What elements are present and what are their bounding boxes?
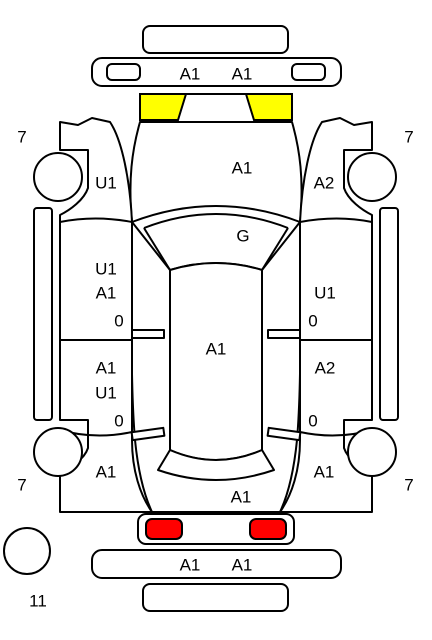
left-fender-line [59, 217, 133, 223]
wheel-front-right[interactable] [347, 152, 397, 202]
headlight-right [244, 93, 293, 121]
label-left-rear-fender: A1 [96, 462, 117, 481]
spare-tire[interactable] [3, 527, 51, 575]
label-front-bumper-left: A1 [180, 64, 201, 83]
wheel-rear-right[interactable] [347, 427, 397, 477]
roof[interactable] [169, 262, 263, 461]
label-rear-panel: A1 [231, 487, 252, 506]
label-left-rear-door-1: A1 [96, 358, 117, 377]
label-right-front-fender: A2 [314, 173, 335, 192]
label-wheel-front-left: 7 [17, 127, 26, 146]
windshield-right-edge [261, 227, 289, 271]
pillar-right-front [267, 329, 301, 339]
pillar-left-front [131, 329, 165, 339]
taillight-left [145, 518, 183, 540]
label-left-rear-door-2: U1 [95, 383, 117, 402]
label-rear-bumper-right: A1 [232, 555, 253, 574]
right-side-skirt [379, 207, 399, 421]
rear-bumper[interactable] [91, 549, 342, 579]
label-wheel-rear-left: 7 [17, 475, 26, 494]
front-fog-lamp-left [106, 63, 141, 81]
label-left-rear-door-3: 0 [114, 411, 123, 430]
windshield-inner [143, 213, 289, 229]
label-right-rear-door-2: 0 [308, 411, 317, 430]
label-rear-bumper-left: A1 [180, 555, 201, 574]
rear-plate [142, 583, 289, 612]
label-wheel-rear-right: 7 [404, 475, 413, 494]
label-left-front-fender: U1 [95, 173, 117, 192]
pillar-right-rear [266, 426, 302, 442]
label-right-front-door-2: 0 [308, 311, 317, 330]
label-wheel-front-right: 7 [404, 127, 413, 146]
label-right-rear-door-1: A2 [315, 358, 336, 377]
label-front-bumper-right: A1 [232, 64, 253, 83]
label-right-front-door-1: U1 [314, 283, 336, 302]
headlight-left [139, 93, 188, 121]
label-hood: A1 [232, 158, 253, 177]
front-plate [142, 25, 289, 54]
front-bumper[interactable] [91, 57, 342, 87]
rear-window [157, 449, 275, 481]
taillight-right [249, 518, 287, 540]
left-side-skirt [33, 207, 53, 421]
wheel-front-left[interactable] [33, 152, 83, 202]
label-roof: A1 [206, 339, 227, 358]
windshield-left-edge [143, 227, 171, 271]
label-spare-tire: 11 [29, 591, 47, 610]
label-right-rear-fender: A1 [314, 462, 335, 481]
pillar-left-rear [130, 426, 166, 442]
right-fender-line [299, 217, 373, 223]
label-windshield: G [236, 226, 249, 245]
label-left-front-door-3: 0 [114, 311, 123, 330]
label-left-front-door-2: A1 [96, 283, 117, 302]
label-left-front-door-1: U1 [95, 259, 117, 278]
wheel-rear-left[interactable] [33, 427, 83, 477]
front-fog-lamp-right [291, 63, 326, 81]
